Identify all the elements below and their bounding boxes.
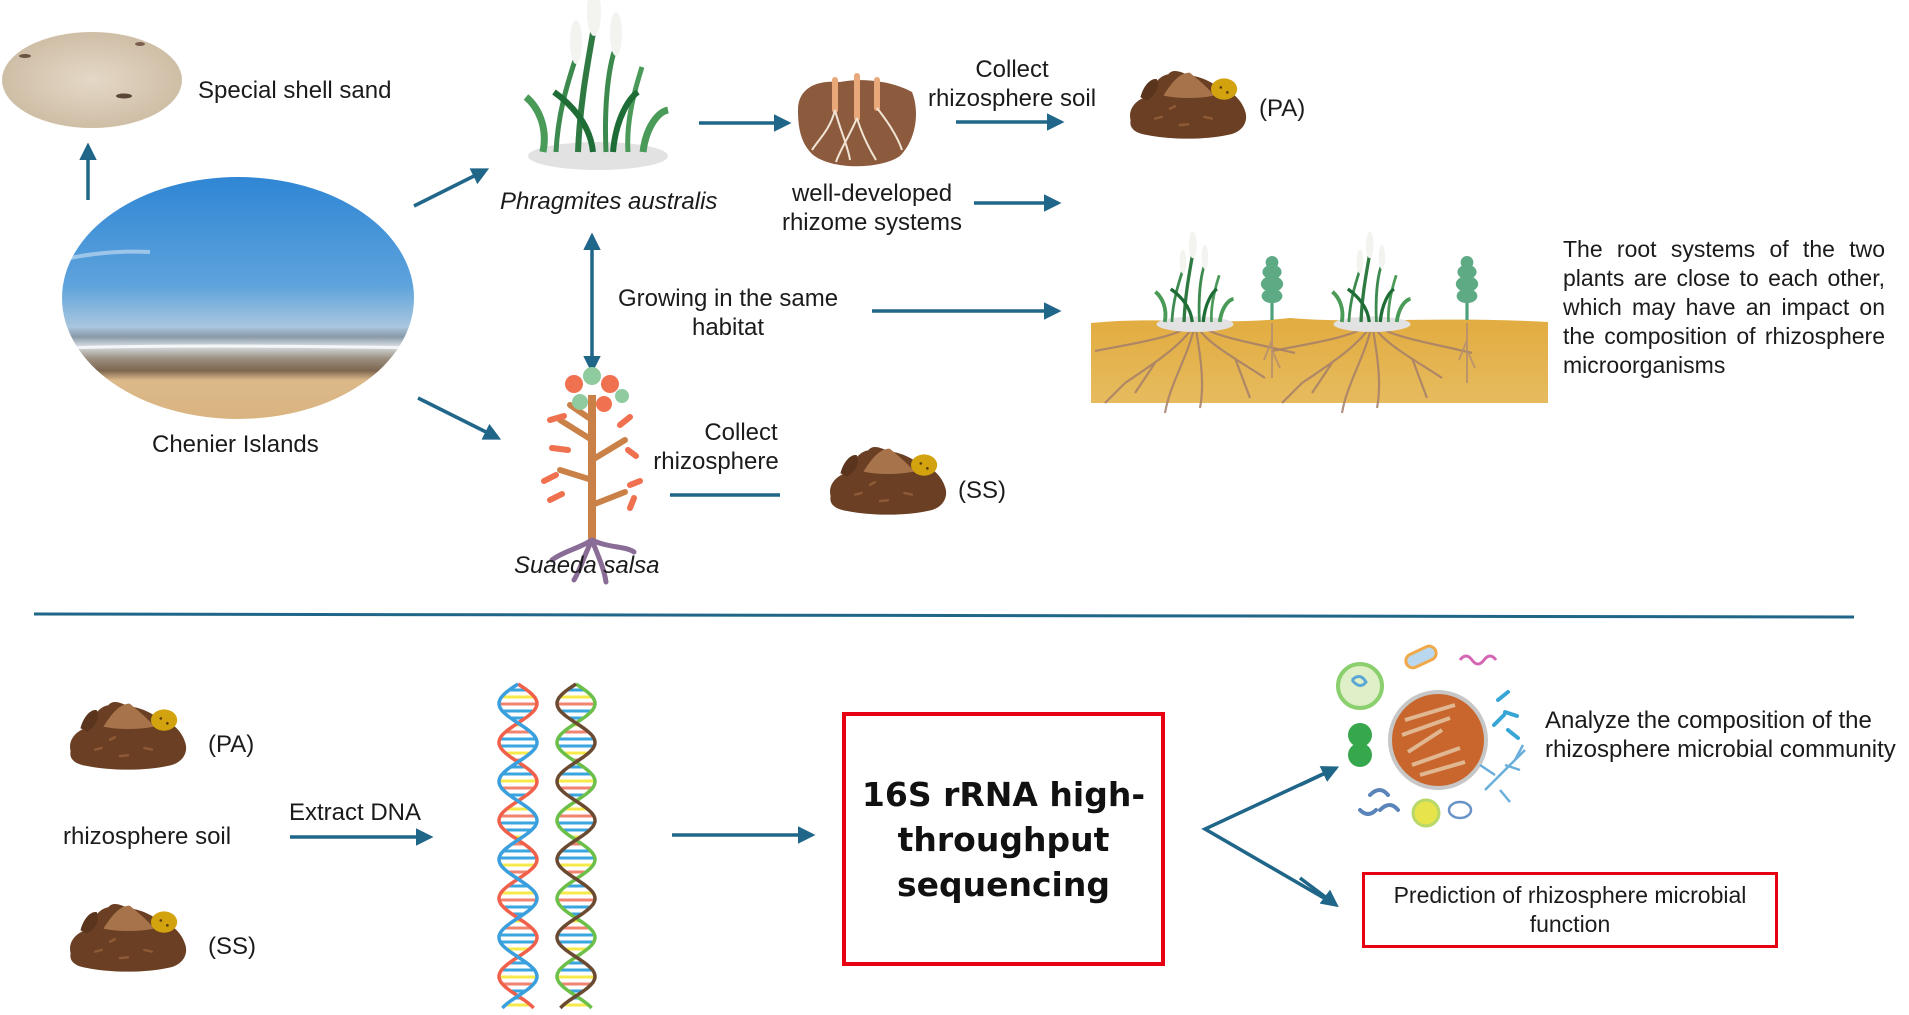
same-habitat-label: Growing in the same habitat bbox=[606, 284, 850, 342]
dna-helix-1 bbox=[497, 682, 539, 1010]
collect-soil-line1: Collect bbox=[975, 56, 1049, 83]
dna-helix-2 bbox=[555, 682, 597, 1010]
arrow-to-predict bbox=[1298, 876, 1339, 908]
same-habitat-line1: Growing in the same bbox=[617, 285, 839, 312]
ss-tag-bottom: (SS) bbox=[208, 933, 256, 960]
collect-rhizosphere-label: Collect rhizosphere bbox=[640, 418, 792, 476]
same-habitat-line2: habitat bbox=[691, 314, 765, 341]
section-divider bbox=[33, 612, 1855, 619]
collect-rhizo-line1: Collect bbox=[704, 419, 778, 446]
soil-pile-pa-icon bbox=[1128, 69, 1248, 140]
root-systems-scene bbox=[1091, 229, 1548, 415]
soil-pile-ss-icon bbox=[828, 445, 948, 516]
dna-strand bbox=[497, 682, 539, 1010]
suaeda-label: Suaeda salsa bbox=[514, 552, 660, 579]
chenier-islands-label: Chenier Islands bbox=[152, 431, 319, 458]
dna-strand bbox=[555, 682, 597, 1010]
phragmites-label: Phragmites australis bbox=[500, 188, 718, 215]
arrow-chenier-to-phragmites bbox=[413, 168, 490, 208]
pa-tag-bottom: (PA) bbox=[208, 731, 255, 758]
collect-soil-line2: rhizosphere soil bbox=[927, 85, 1097, 112]
rhizome-label-line2: rhizome systems bbox=[781, 209, 963, 236]
soil-pile-ss-bottom-icon bbox=[68, 902, 188, 973]
rhizosphere-soil-label: rhizosphere soil bbox=[63, 823, 232, 850]
shell-sand-label: Special shell sand bbox=[198, 77, 392, 104]
suaeda-icon bbox=[541, 367, 643, 585]
rhizome-label-line1: well-developed bbox=[791, 180, 953, 207]
predict-line1: Prediction of rhizosphere microbial bbox=[1393, 882, 1747, 908]
fork-line bbox=[1201, 766, 1337, 907]
analyze-line2: rhizosphere microbial community bbox=[1545, 736, 1896, 763]
arrows-bottom bbox=[290, 766, 1340, 908]
chenier-islands-photo bbox=[62, 177, 414, 419]
phragmites-icon bbox=[526, 0, 668, 170]
microbial-community-icon bbox=[1336, 644, 1526, 828]
soil-pile-pa-bottom-icon bbox=[68, 700, 188, 771]
dna-strand bbox=[497, 682, 539, 1010]
shell-sand-photo bbox=[2, 32, 182, 128]
analyze-composition-label: Analyze the composition of the rhizosphe… bbox=[1545, 706, 1896, 764]
collect-rhizo-line2: rhizosphere bbox=[653, 448, 779, 475]
dna-strand bbox=[555, 682, 597, 1010]
predict-line2: function bbox=[1529, 911, 1611, 937]
prediction-box: Prediction of rhizosphere microbial func… bbox=[1362, 872, 1778, 948]
collect-soil-label: Collect rhizosphere soil bbox=[912, 55, 1112, 113]
sequencing-line1: 16S rRNA high- bbox=[861, 774, 1146, 814]
sequencing-line2: throughput bbox=[897, 819, 1110, 859]
arrows-top bbox=[79, 113, 1065, 497]
ss-tag-top: (SS) bbox=[958, 477, 1006, 504]
arrow-chenier-to-suaeda bbox=[417, 396, 502, 440]
rhizome-soil-icon bbox=[798, 73, 916, 167]
root-systems-description: The root systems of the two plants are c… bbox=[1563, 236, 1885, 378]
sequencing-box: 16S rRNA high- throughput sequencing bbox=[842, 712, 1165, 966]
extract-dna-label: Extract DNA bbox=[289, 799, 422, 826]
arrow-to-analyze bbox=[1299, 766, 1340, 787]
sequencing-line3: sequencing bbox=[896, 864, 1110, 904]
rhizome-systems-label: well-developed rhizome systems bbox=[772, 179, 972, 237]
pa-tag-top: (PA) bbox=[1259, 95, 1306, 122]
analyze-line1: Analyze the composition of the bbox=[1545, 707, 1872, 734]
